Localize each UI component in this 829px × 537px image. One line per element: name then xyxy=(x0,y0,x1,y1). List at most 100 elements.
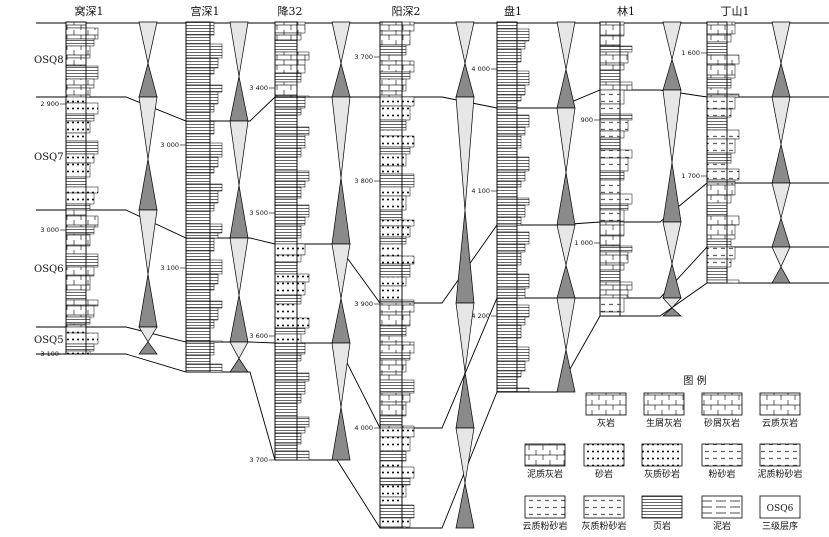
regressive-triangle xyxy=(455,21,475,64)
lithology-bed xyxy=(65,245,87,255)
transgressive-triangle xyxy=(556,263,576,299)
lithology-bed xyxy=(706,182,736,196)
lithology-bed xyxy=(599,269,621,283)
regressive-triangle xyxy=(771,96,791,145)
lithology-bed xyxy=(274,204,310,218)
depth-label: 4 200 xyxy=(471,312,490,320)
lithology-bed xyxy=(274,342,306,355)
legend-swatch xyxy=(641,443,683,467)
regressive-triangle xyxy=(455,302,475,372)
transgressive-triangle xyxy=(771,144,791,184)
lithology-bed xyxy=(379,165,403,175)
lithology-bed xyxy=(599,51,629,64)
lithology-bed xyxy=(185,57,219,69)
well-name: 阳深2 xyxy=(392,5,421,18)
lithology-bed xyxy=(274,416,310,428)
lithology-bed xyxy=(185,307,219,321)
lithology-bed xyxy=(65,186,99,194)
lithology-bed xyxy=(599,103,621,115)
lithology-bed xyxy=(706,54,740,65)
lithology-bed xyxy=(599,179,621,195)
transgressive-triangle xyxy=(771,61,791,98)
lithology-bed xyxy=(379,54,403,62)
lithology-bed xyxy=(185,133,211,144)
legend-swatch xyxy=(701,495,743,519)
regressive-triangle xyxy=(138,326,158,343)
lithology-bed xyxy=(379,263,411,278)
sequence-label: OSQ6 xyxy=(34,264,64,275)
lithology-bed xyxy=(185,363,223,373)
lithology-bed xyxy=(496,84,526,96)
lithology-bed xyxy=(496,360,526,372)
lithology-bed xyxy=(496,40,526,50)
lithology-bed xyxy=(185,84,223,93)
lithology-bed xyxy=(379,285,403,301)
lithology-bed xyxy=(65,299,99,307)
transgressive-triangle xyxy=(229,185,249,239)
lithology-bed xyxy=(599,281,633,291)
lithology-bed xyxy=(65,343,95,352)
regressive-triangle xyxy=(771,21,791,64)
lithology-bed xyxy=(65,21,87,29)
lithology-bed xyxy=(706,129,740,140)
lithology-bed xyxy=(274,402,298,418)
legend-swatch xyxy=(759,392,801,416)
legend-label: 砂岩 xyxy=(595,468,613,480)
depth-label: 1 000 xyxy=(574,239,593,247)
well-name: 盘1 xyxy=(504,4,522,18)
legend-swatch xyxy=(585,392,627,416)
legend-swatch xyxy=(759,443,801,467)
lithology-bed xyxy=(274,180,306,188)
lithology-bed xyxy=(185,43,223,59)
lithology-bed xyxy=(65,102,99,115)
regressive-triangle xyxy=(138,96,158,160)
lithology-bed xyxy=(65,209,87,217)
transgressive-triangle xyxy=(662,307,682,317)
regressive-triangle xyxy=(331,243,351,299)
depth-label: 2 900 xyxy=(40,100,59,108)
lithology-bed xyxy=(496,197,530,206)
transgressive-triangle xyxy=(229,76,249,122)
lithology-bed xyxy=(379,477,411,486)
lithology-bed xyxy=(274,216,306,226)
lithology-bed xyxy=(379,311,411,327)
lithology-bed xyxy=(379,466,415,479)
lithology-bed xyxy=(379,341,415,354)
lithology-bed xyxy=(706,96,736,110)
lithology-bed xyxy=(599,235,621,247)
lithology-bed xyxy=(706,246,736,260)
lithology-bed xyxy=(496,376,518,389)
legend-label: 三级层序 xyxy=(762,520,798,532)
regressive-triangle xyxy=(229,120,249,186)
depth-label: 3 000 xyxy=(160,141,179,149)
regressive-triangle xyxy=(229,237,249,296)
lithology-bed xyxy=(65,192,95,205)
lithology-bed xyxy=(274,360,298,374)
lithology-bed xyxy=(706,41,728,56)
lithology-bed xyxy=(706,21,736,35)
depth-label: 1 600 xyxy=(681,49,700,57)
well-name: 林1 xyxy=(617,4,635,18)
lithology-bed xyxy=(65,215,99,228)
lithology-bed xyxy=(379,219,415,227)
lithology-bed xyxy=(379,60,415,73)
lithology-bed xyxy=(65,132,87,142)
transgressive-triangle xyxy=(556,69,576,109)
lithology-bed xyxy=(706,179,736,184)
well-name: 丁山1 xyxy=(721,5,750,18)
lithology-bed xyxy=(496,297,518,306)
lithology-bed xyxy=(599,69,621,83)
transgressive-triangle xyxy=(556,172,576,226)
transgressive-triangle xyxy=(662,262,682,299)
lithology-bed xyxy=(274,243,306,256)
legend-swatch xyxy=(643,392,685,416)
legend-swatch xyxy=(583,443,625,467)
lithology-bed xyxy=(274,237,298,245)
lithology-bed xyxy=(379,415,403,427)
lithology-bed xyxy=(496,231,530,245)
lithology-bed xyxy=(379,517,411,528)
legend-label: 泥质灰岩 xyxy=(527,468,563,480)
column-frame xyxy=(379,21,403,529)
lithology-bed xyxy=(274,134,306,149)
column-frame xyxy=(65,21,87,355)
